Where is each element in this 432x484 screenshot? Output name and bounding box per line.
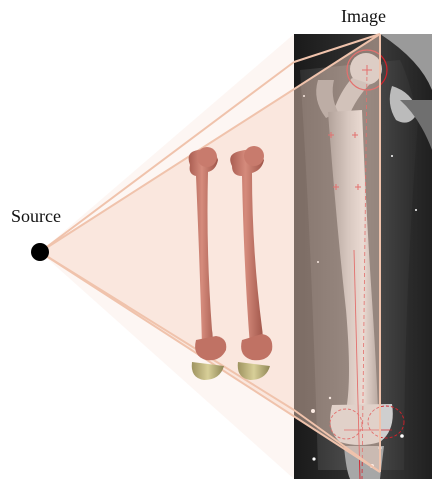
source-label: Source bbox=[11, 206, 61, 227]
source-point bbox=[31, 243, 49, 261]
projection-frustum bbox=[40, 34, 380, 479]
image-label: Image bbox=[341, 6, 386, 27]
